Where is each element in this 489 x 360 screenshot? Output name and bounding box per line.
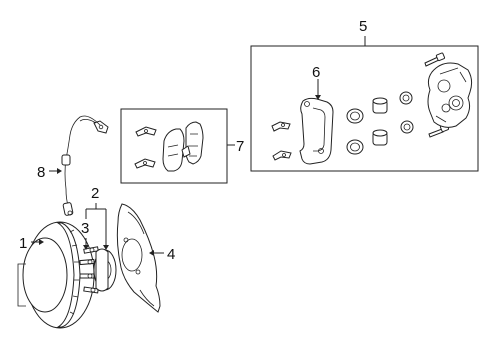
wheel-hub-bearing-icon bbox=[79, 246, 117, 294]
callout-6: 6 bbox=[312, 64, 320, 81]
wheel-speed-sensor-icon: 8 bbox=[37, 115, 109, 216]
brake-caliper-icon bbox=[427, 62, 473, 128]
callout-2-leader: 2 3 bbox=[81, 185, 109, 250]
caliper-kit-box: 5 bbox=[250, 18, 479, 172]
callout-8: 8 bbox=[37, 164, 45, 181]
splash-shield-icon: 4 bbox=[116, 203, 175, 313]
caliper-bolt-icon bbox=[424, 52, 450, 138]
caliper-clip-icon bbox=[271, 121, 292, 161]
piston-icon bbox=[372, 97, 388, 146]
dust-boot-icon bbox=[399, 91, 414, 134]
caliper-bracket-icon: 6 bbox=[299, 64, 334, 165]
callout-3: 3 bbox=[81, 220, 89, 237]
brake-rotor-icon: 1 bbox=[17, 221, 95, 329]
callout-4: 4 bbox=[167, 246, 175, 263]
pad-clip-icon bbox=[134, 126, 157, 169]
piston-seal-icon bbox=[346, 108, 364, 155]
callout-7: 7 bbox=[236, 138, 244, 155]
brake-pad-kit-icon bbox=[162, 121, 204, 172]
callout-1: 1 bbox=[19, 235, 27, 252]
pad-kit-box: 7 bbox=[120, 108, 244, 184]
callout-2: 2 bbox=[91, 185, 99, 202]
callout-5: 5 bbox=[359, 18, 367, 35]
